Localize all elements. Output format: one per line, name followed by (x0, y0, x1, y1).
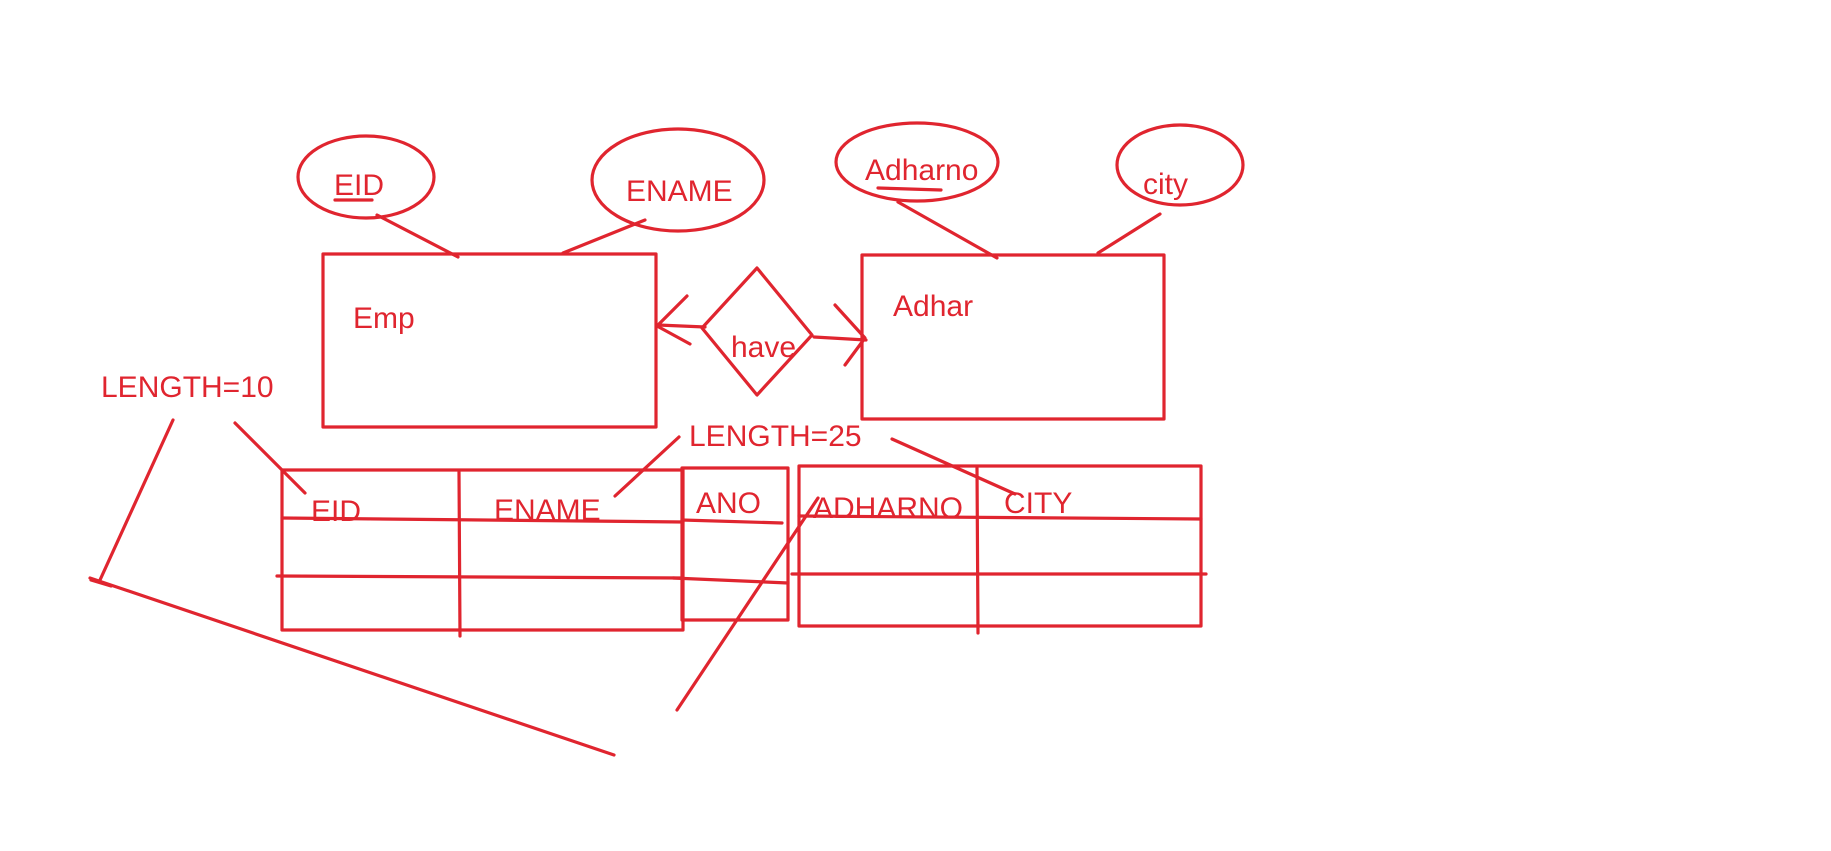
entity-emp-box (321, 252, 658, 429)
ename-connector (561, 218, 647, 255)
length10-bracket-base (88, 576, 616, 757)
adharno-connector (896, 200, 999, 260)
entity-adhar-box (860, 253, 1166, 421)
adhar-arrowhead (833, 303, 867, 367)
emp-arrowhead (655, 294, 692, 346)
eid-connector (375, 213, 460, 259)
emp-table-header-eid: EID (311, 495, 361, 528)
attribute-ename-label: ENAME (626, 175, 733, 208)
relationship-have-diamond (700, 266, 814, 397)
length10-right-pointer (233, 421, 307, 495)
entity-adhar-label: Adhar (893, 290, 973, 323)
emp-table-column-divider (457, 470, 462, 638)
have-to-adhar-line (812, 335, 868, 342)
attribute-adharno-oval (834, 121, 1000, 203)
attribute-eid-oval (296, 134, 436, 220)
adhar-table-header-city: CITY (1004, 487, 1072, 520)
ano-table-header: ANO (696, 487, 761, 520)
attribute-adharno-label: Adharno (865, 154, 978, 187)
entity-emp-label: Emp (353, 302, 415, 335)
emp-table-row-rule (275, 574, 685, 580)
city-connector (1096, 212, 1162, 255)
emp-table-header-rule (280, 516, 685, 524)
ano-header-rule (680, 518, 784, 525)
adhar-table-header-rule (797, 514, 1203, 521)
emp-table-frame (280, 468, 685, 632)
attribute-eid-label: EID (334, 169, 384, 202)
relationship-have-label: have (731, 331, 796, 364)
note-length-25: LENGTH=25 (689, 420, 862, 453)
adhar-table-frame (797, 464, 1203, 628)
have-to-emp-line (656, 323, 707, 329)
attribute-ename-oval (590, 127, 766, 233)
attribute-city-label: city (1143, 168, 1188, 201)
adharno-key-underline (876, 186, 943, 192)
note-length-10: LENGTH=10 (101, 371, 274, 404)
adhar-table-header-adharno: ADHARNO (813, 492, 963, 525)
attribute-city-oval (1115, 123, 1245, 207)
length25-right-pointer (890, 437, 1017, 496)
ano-row-rule (671, 576, 790, 585)
ano-to-adharno-link (675, 496, 820, 712)
adhar-table-column-divider (975, 466, 980, 635)
length10-left-pointer (98, 418, 175, 582)
length25-left-pointer (613, 435, 681, 498)
emp-table-header-ename: ENAME (494, 494, 601, 527)
